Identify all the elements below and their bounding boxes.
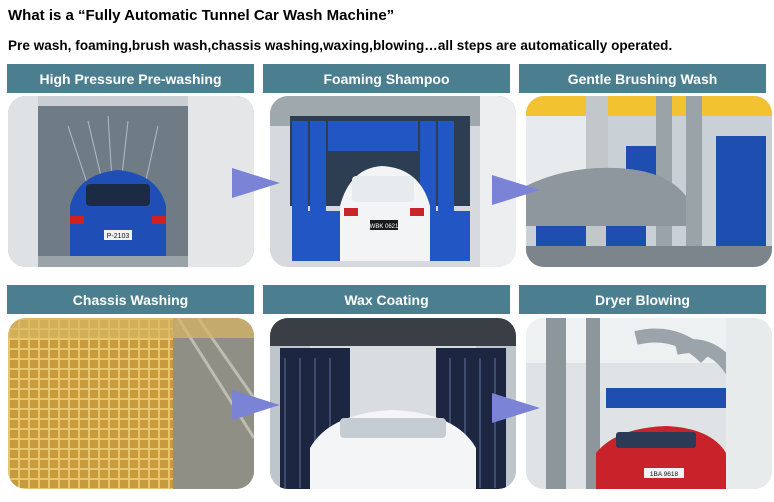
step-label-foaming: Foaming Shampoo [263, 64, 510, 93]
photo-dryer: 1BA 9618 [526, 318, 772, 489]
step-label-dryer: Dryer Blowing [519, 285, 766, 314]
photo-foaming: WBK 0621 [270, 96, 516, 267]
right-arrow-icon [232, 390, 280, 420]
plate-dryer: 1BA 9618 [650, 471, 679, 478]
page-title: What is a “Fully Automatic Tunnel Car Wa… [8, 7, 395, 24]
right-arrow-icon [232, 168, 280, 198]
photo-chassis [8, 318, 254, 489]
photo-prewash: P-2103 [8, 96, 254, 267]
step-label-wax: Wax Coating [263, 285, 510, 314]
plate-prewash: P-2103 [107, 233, 130, 240]
right-arrow-icon [492, 175, 540, 205]
photo-wax [270, 318, 516, 489]
step-label-prewash: High Pressure Pre-washing [7, 64, 254, 93]
page-subtitle: Pre wash, foaming,brush wash,chassis was… [8, 38, 673, 53]
step-label-chassis: Chassis Washing [7, 285, 254, 314]
plate-foaming: WBK 0621 [370, 224, 399, 230]
step-label-brushing: Gentle Brushing Wash [519, 64, 766, 93]
photo-brushing [526, 96, 772, 267]
right-arrow-icon [492, 393, 540, 423]
